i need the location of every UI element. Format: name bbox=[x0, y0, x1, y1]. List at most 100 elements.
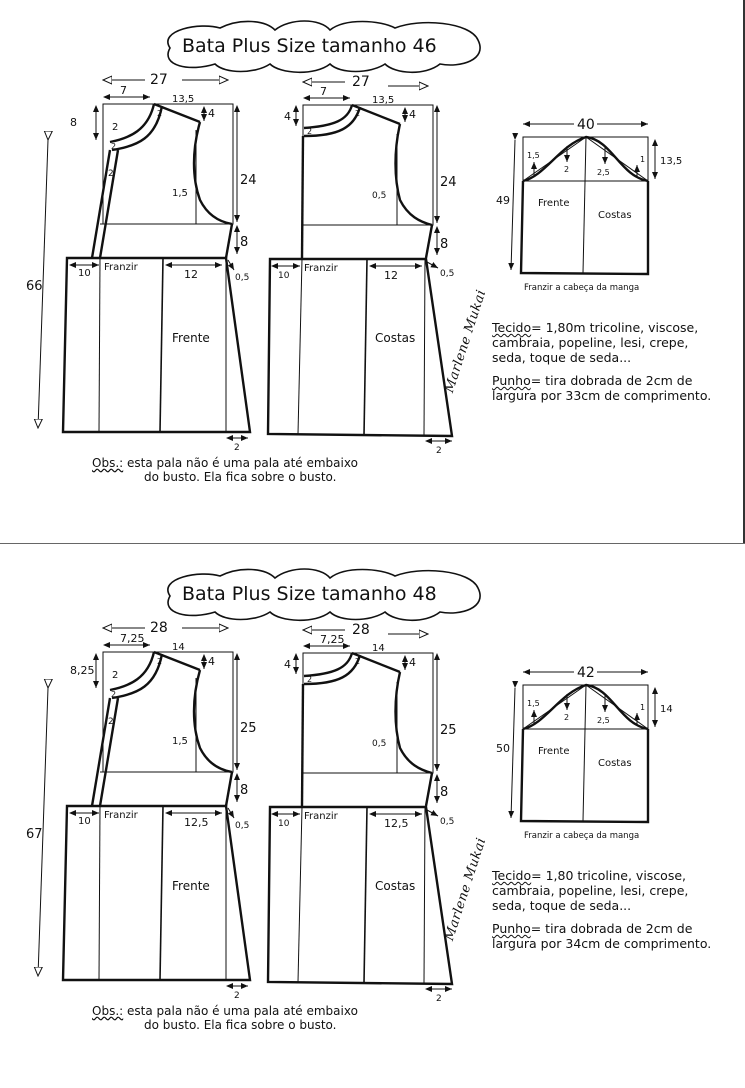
bodice-width-label: 27 bbox=[150, 72, 168, 88]
shoulder-label: 14 bbox=[172, 642, 185, 653]
sleeve-back-mark-1: 2,5 bbox=[597, 716, 610, 725]
gather-label: Franzir bbox=[104, 262, 139, 273]
armhole-curve-label: 1,5 bbox=[172, 188, 188, 199]
shoulder-label: 13,5 bbox=[172, 94, 194, 105]
yoke-height-label: 8 bbox=[440, 237, 448, 252]
pattern-sheet-46: Bata Plus Size tamanho 46 27 7 2 2 8 2 1… bbox=[0, 0, 745, 540]
fabric-label: Tecido bbox=[492, 320, 532, 335]
hem-flare-label: 2 bbox=[436, 994, 442, 1004]
svg-text:2: 2 bbox=[108, 717, 114, 727]
cuff-text: = tira dobrada de 2cm de largura por 34c… bbox=[492, 921, 712, 951]
pattern-drawing: Bata Plus Size tamanho 48 28 7,25 2 2 8,… bbox=[26, 568, 673, 1004]
sleeve-front-mark-1: 1,5 bbox=[527, 699, 540, 708]
material-notes: Tecido= 1,80m tricoline, viscose, cambra… bbox=[492, 320, 722, 411]
sleeve-length-label: 50 bbox=[496, 742, 510, 755]
obs-label: Obs.: bbox=[92, 456, 124, 470]
sleeve-front-label: Frente bbox=[538, 746, 569, 757]
obs-line-2: do busto. Ela fica sobre o busto. bbox=[144, 470, 337, 484]
cuff-note: Punho= tira dobrada de 2cm de largura po… bbox=[492, 921, 722, 951]
obs-line-1: esta pala não é uma pala até embaixo bbox=[127, 1004, 358, 1018]
gather-label: Franzir bbox=[304, 263, 339, 274]
svg-text:2: 2 bbox=[157, 657, 162, 666]
sleeve-front-label: Frente bbox=[538, 198, 569, 209]
sleeve-front-mark-2: 2 bbox=[564, 165, 569, 174]
svg-text:2: 2 bbox=[307, 127, 312, 136]
svg-text:2: 2 bbox=[307, 675, 312, 684]
gather-width-label: 10 bbox=[278, 271, 290, 281]
neck-width-label: 7,25 bbox=[120, 632, 145, 645]
fabric-note: Tecido= 1,80m tricoline, viscose, cambra… bbox=[492, 320, 722, 365]
total-length-label: 66 bbox=[26, 279, 43, 294]
sleeve-back-label: Costas bbox=[598, 210, 632, 221]
side-width-label: 12 bbox=[184, 268, 198, 281]
gather-label: Franzir bbox=[104, 810, 139, 821]
back-label: Costas bbox=[375, 331, 415, 345]
shoulder-drop-label: 4 bbox=[409, 108, 416, 121]
neck-width-label: 7 bbox=[120, 84, 127, 97]
sleeve-note: Franzir a cabeça da manga bbox=[524, 831, 639, 841]
shoulder-drop-label: 4 bbox=[208, 107, 215, 120]
shoulder-label: 13,5 bbox=[372, 95, 394, 106]
sleeve-cap-height-label: 14 bbox=[660, 704, 673, 715]
total-length-label: 67 bbox=[26, 827, 43, 842]
hem-flare-label: 2 bbox=[234, 443, 240, 453]
bodice-width-label: 28 bbox=[150, 620, 168, 636]
sleeve-back-label: Costas bbox=[598, 758, 632, 769]
page-edge bbox=[743, 0, 745, 543]
front-bodice-pattern: 27 7 2 2 8 2 13,5 4 1,5 24 2 8 66 10 Fr bbox=[26, 72, 257, 453]
neck-band-label: 2 bbox=[112, 122, 118, 133]
page-title: Bata Plus Size tamanho 46 bbox=[182, 35, 437, 57]
cuff-text: = tira dobrada de 2cm de largura por 33c… bbox=[492, 373, 712, 403]
bodice-width-label: 28 bbox=[352, 622, 370, 638]
yoke-height-label: 8 bbox=[240, 783, 248, 798]
obs-label: Obs.: bbox=[92, 1004, 124, 1018]
sleeve-pattern: 40 1,5 2 2,5 1 13,5 49 Frente Costas Fra… bbox=[496, 117, 682, 293]
neck-width-label: 7,25 bbox=[320, 633, 345, 646]
back-label: Costas bbox=[375, 879, 415, 893]
gather-width-label: 10 bbox=[78, 268, 91, 279]
side-width-label: 12,5 bbox=[184, 816, 209, 829]
yoke-height-label: 8 bbox=[240, 235, 248, 250]
sleeve-front-mark-1: 1,5 bbox=[527, 151, 540, 160]
side-offset-label: 0,5 bbox=[440, 269, 454, 279]
gather-label: Franzir bbox=[304, 811, 339, 822]
observation-note: Obs.: esta pala não é uma pala até embai… bbox=[92, 456, 422, 484]
front-neck-depth-label: 8,25 bbox=[70, 664, 95, 677]
shoulder-label: 14 bbox=[372, 643, 385, 654]
front-label: Frente bbox=[172, 331, 210, 345]
armhole-height-label: 25 bbox=[440, 723, 457, 738]
hem-flare-label: 2 bbox=[234, 991, 240, 1001]
title-cloud: Bata Plus Size tamanho 46 bbox=[167, 20, 481, 74]
side-offset-label: 0,5 bbox=[235, 273, 249, 283]
back-neck-depth-label: 4 bbox=[284, 110, 291, 123]
fabric-label: Tecido bbox=[492, 868, 532, 883]
hem-flare-label: 2 bbox=[436, 446, 442, 456]
gather-width-label: 10 bbox=[278, 819, 290, 829]
yoke-height-label: 8 bbox=[440, 785, 448, 800]
back-bodice-pattern: 27 7 2 2 4 13,5 4 0,5 24 8 10 Franzir 12… bbox=[266, 74, 457, 456]
fabric-text: = 1,80 tricoline, viscose, cambraia, pop… bbox=[492, 868, 689, 913]
pattern-sheet-48: Bata Plus Size tamanho 48 28 7,25 2 2 8,… bbox=[0, 548, 745, 1088]
cuff-note: Punho= tira dobrada de 2cm de largura po… bbox=[492, 373, 722, 403]
cuff-label: Punho bbox=[492, 373, 531, 388]
sleeve-note: Franzir a cabeça da manga bbox=[524, 283, 639, 293]
sleeve-back-mark-2: 1 bbox=[640, 155, 645, 164]
side-width-label: 12 bbox=[384, 269, 398, 282]
neck-band-label: 2 bbox=[112, 670, 118, 681]
svg-text:2: 2 bbox=[355, 657, 360, 666]
front-label: Frente bbox=[172, 879, 210, 893]
svg-text:2: 2 bbox=[111, 690, 116, 699]
armhole-curve-label: 0,5 bbox=[372, 739, 386, 749]
shoulder-drop-label: 4 bbox=[409, 656, 416, 669]
side-offset-label: 0,5 bbox=[235, 821, 249, 831]
sleeve-front-mark-2: 2 bbox=[564, 713, 569, 722]
sleeve-length-label: 49 bbox=[496, 194, 510, 207]
svg-text:2: 2 bbox=[108, 169, 114, 179]
sleeve-note-text: Franzir a cabeça da manga bbox=[524, 831, 639, 841]
sleeve-width-label: 40 bbox=[577, 117, 595, 133]
sleeve-width-label: 42 bbox=[577, 665, 595, 681]
side-width-label: 12,5 bbox=[384, 817, 409, 830]
side-offset-label: 0,5 bbox=[440, 817, 454, 827]
svg-text:2: 2 bbox=[111, 142, 116, 151]
fabric-text: = 1,80m tricoline, viscose, cambraia, po… bbox=[492, 320, 699, 365]
